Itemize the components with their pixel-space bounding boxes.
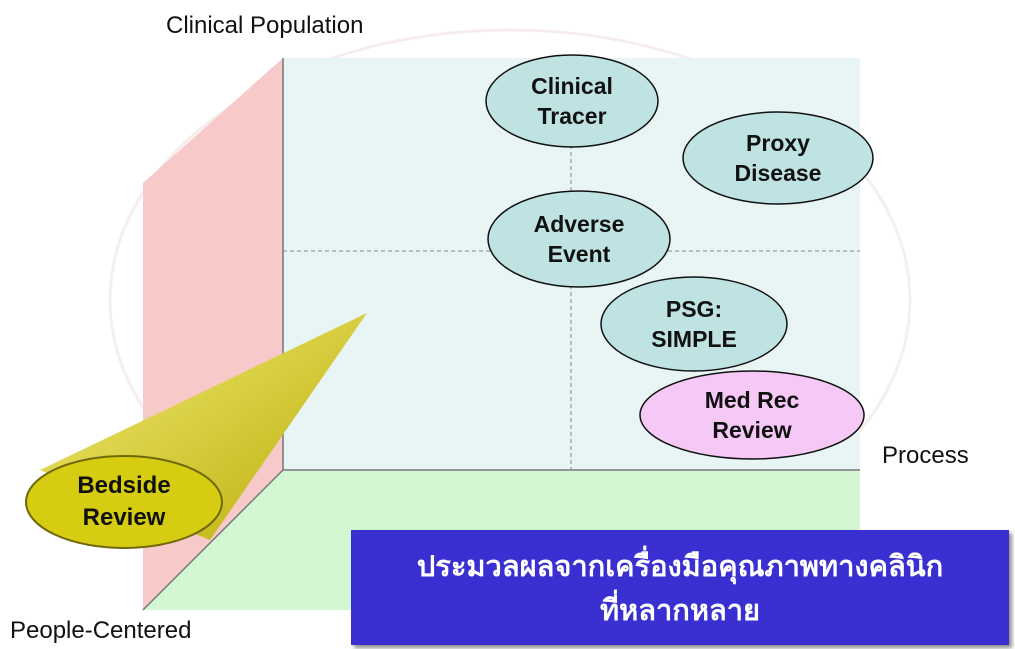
adverse-event-line-1: Adverse (533, 211, 625, 237)
med-rec-review-bubble (639, 370, 865, 460)
summary-banner: ประมวลผลจากเครื่องมือคุณภาพทางคลินิก ที่… (351, 530, 1009, 645)
psg-simple-bubble (600, 276, 788, 372)
summary-banner-line-1: ประมวลผลจากเครื่องมือคุณภาพทางคลินิก (416, 548, 944, 583)
bedside-review-ellipse (25, 455, 223, 549)
proxy-disease-line-1: Proxy (746, 130, 810, 156)
med-rec-review-line-2: Review (712, 417, 792, 443)
adverse-event-label: Adverse Event (488, 191, 670, 287)
proxy-disease-line-2: Disease (734, 160, 822, 186)
proxy-disease-label: Proxy Disease (683, 112, 873, 204)
bedside-review-line-2: Review (82, 504, 166, 531)
axis-label-process: Process (882, 442, 969, 469)
med-rec-review-line-1: Med Rec (704, 387, 800, 413)
proxy-disease-bubble (682, 111, 874, 205)
clinical-tracer-bubble (485, 54, 659, 148)
clinical-tracer-line-2: Tracer (537, 103, 607, 129)
psg-simple-line-1: PSG: (665, 296, 723, 322)
psg-simple-line-2: SIMPLE (651, 326, 737, 352)
bedside-review-label: Bedside Review (26, 456, 222, 548)
summary-banner-line-2: ที่หลากหลาย (599, 592, 760, 627)
clinical-tracer-line-1: Clinical (531, 73, 613, 99)
clinical-tracer-label: Clinical Tracer (486, 55, 658, 147)
axis-label-people-centered: People-Centered (10, 617, 192, 644)
depth-axis-line (142, 469, 284, 611)
bedside-review-line-1: Bedside (77, 472, 171, 499)
axis-label-clinical-population: Clinical Population (166, 12, 364, 39)
med-rec-review-label: Med Rec Review (640, 371, 864, 459)
psg-simple-label: PSG: SIMPLE (601, 277, 787, 371)
adverse-event-bubble (487, 190, 671, 288)
adverse-event-line-2: Event (547, 241, 611, 267)
